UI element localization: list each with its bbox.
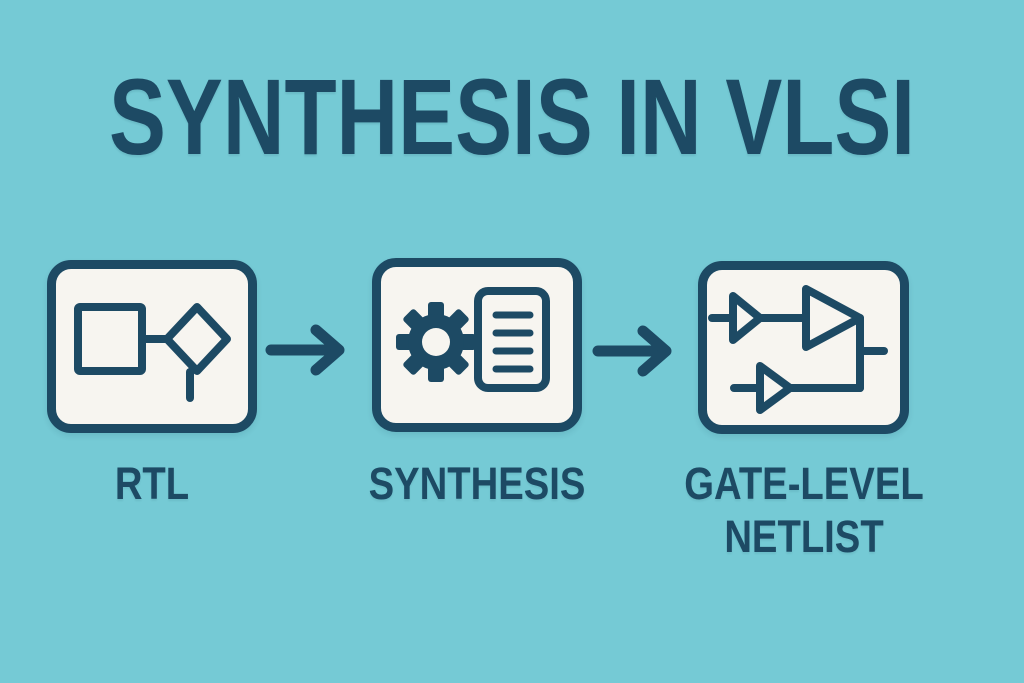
page-title: SYNTHESIS IN VLSI (109, 56, 915, 177)
logic-gates-icon (708, 285, 888, 414)
gear-icon (396, 302, 476, 382)
document-icon (474, 287, 550, 392)
step-label-rtl: RTL (114, 458, 190, 509)
arrow-right-icon (592, 325, 672, 377)
step-label-synthesis: SYNTHESIS (368, 458, 586, 509)
arrow-right-icon (265, 324, 345, 376)
flowchart-icon (74, 303, 231, 402)
step-label-gate-level-netlist: GATE-LEVEL NETLIST (684, 458, 924, 563)
